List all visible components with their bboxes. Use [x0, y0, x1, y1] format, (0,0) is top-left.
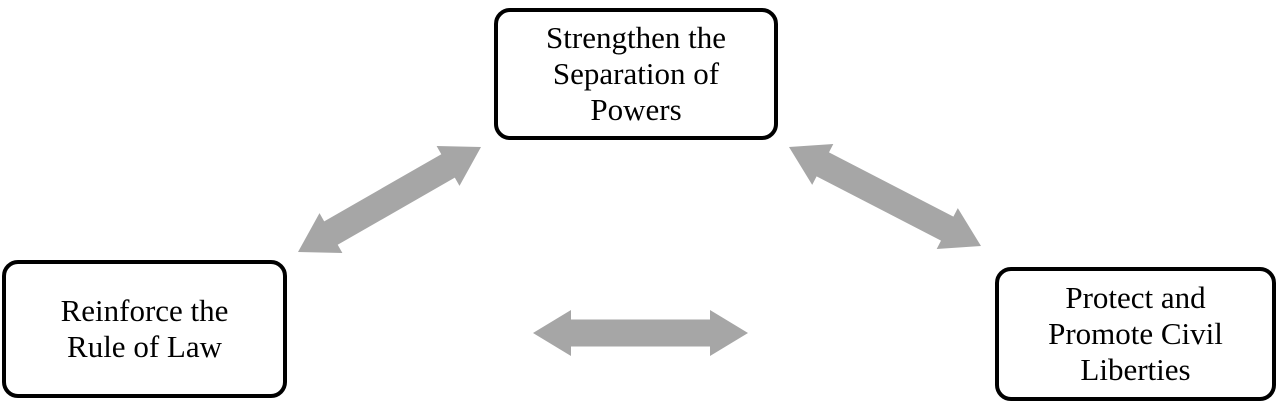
node-rule-of-law: Reinforce the Rule of Law	[2, 260, 287, 398]
node-separation-of-powers-label: Strengthen the Separation of Powers	[546, 20, 726, 127]
node-civil-liberties: Protect and Promote Civil Liberties	[995, 267, 1276, 401]
double-arrow-rule-of-law-civil-liberties	[533, 310, 748, 356]
node-separation-of-powers: Strengthen the Separation of Powers	[494, 8, 778, 140]
node-rule-of-law-label: Reinforce the Rule of Law	[60, 293, 229, 364]
double-arrow-rule-of-law-separation	[298, 146, 481, 253]
double-arrow-separation-civil-liberties	[789, 144, 981, 249]
node-civil-liberties-label: Protect and Promote Civil Liberties	[1048, 280, 1223, 387]
